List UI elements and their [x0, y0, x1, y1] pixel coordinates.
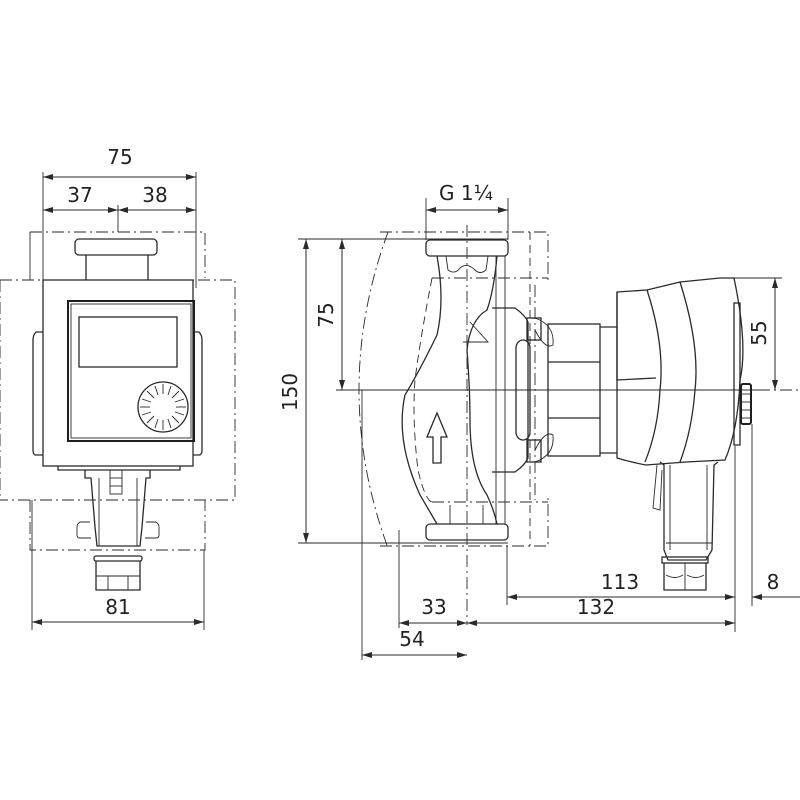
dim-label-132: 132: [577, 595, 615, 619]
dim-label-33: 33: [421, 595, 446, 619]
dim-label-55: 55: [747, 320, 771, 345]
display-screen: [78, 316, 178, 368]
dim-label-75-width: 75: [107, 145, 132, 169]
front-view: [0, 172, 236, 630]
dim-label-38: 38: [142, 183, 167, 207]
dim-label-75-height: 75: [314, 302, 338, 327]
control-knob-icon: [137, 381, 189, 433]
dim-label-81: 81: [105, 595, 130, 619]
dim-label-37: 37: [67, 183, 92, 207]
dim-label-54: 54: [399, 627, 424, 651]
flow-direction-arrow-icon: [426, 411, 448, 464]
dim-label-8: 8: [767, 570, 780, 594]
dim-label-150: 150: [278, 373, 302, 411]
side-view: [298, 198, 800, 660]
dim-label-thread: G 1¼: [439, 181, 493, 205]
dim-label-113: 113: [601, 570, 639, 594]
adjustment-knob-icon: [740, 383, 752, 425]
